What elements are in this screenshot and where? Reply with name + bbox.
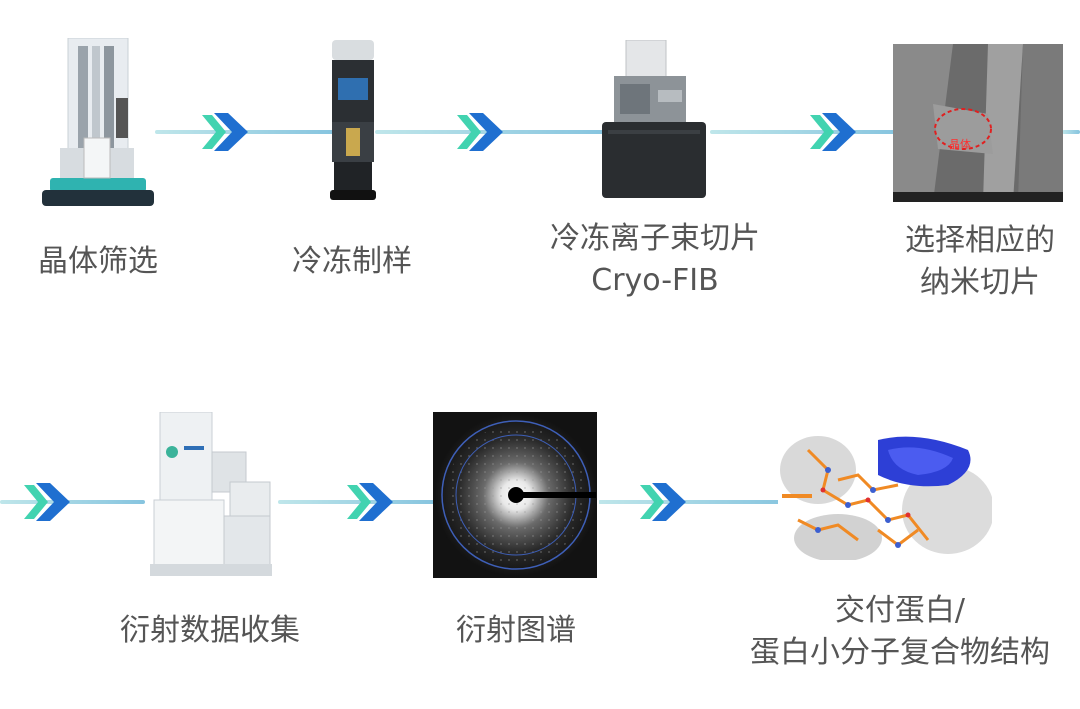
chevron-arrow-icon [640, 483, 686, 521]
step-label-data-collection: 衍射数据收集 [120, 613, 300, 648]
flow-line-5 [0, 500, 145, 504]
sem-crystal-label: 晶体 [949, 138, 971, 151]
diffraction-pattern-image [433, 412, 599, 578]
step-label-deliver-line1: 交付蛋白/ [834, 593, 966, 628]
chevron-arrow-icon [24, 483, 70, 521]
chevron-arrow-icon [347, 483, 393, 521]
flow-line-6 [278, 500, 438, 504]
step-label-deliver-line2: 蛋白小分子复合物结构 [750, 635, 1050, 670]
step-label-select-slice-line2: 纳米切片 [920, 265, 1040, 300]
chevron-arrow-icon [810, 113, 856, 151]
step-label-crystal-screening: 晶体筛选 [38, 244, 158, 279]
cryo-fib-instrument-image [602, 40, 706, 198]
chevron-arrow-icon [457, 113, 503, 151]
flow-line-3 [710, 130, 900, 134]
data-collection-microscope-image [150, 412, 272, 576]
chevron-arrow-icon [202, 113, 248, 151]
flow-line-4 [1062, 130, 1080, 134]
crystal-screening-instrument-image [42, 38, 154, 206]
step-label-cryo-fib-line1: 冷冻离子束切片 [550, 221, 760, 256]
protein-complex-structure-image [778, 430, 992, 560]
step-label-diffraction-pattern: 衍射图谱 [456, 613, 576, 648]
sem-slice-image: 晶体 [893, 44, 1063, 202]
step-label-select-slice-line1: 选择相应的 [905, 223, 1055, 258]
flow-line-7 [598, 500, 793, 504]
step-label-cryo-prep: 冷冻制样 [292, 244, 412, 279]
step-label-cryo-fib-line2: Cryo-FIB [591, 263, 719, 298]
cryo-prep-instrument-image [330, 40, 376, 200]
